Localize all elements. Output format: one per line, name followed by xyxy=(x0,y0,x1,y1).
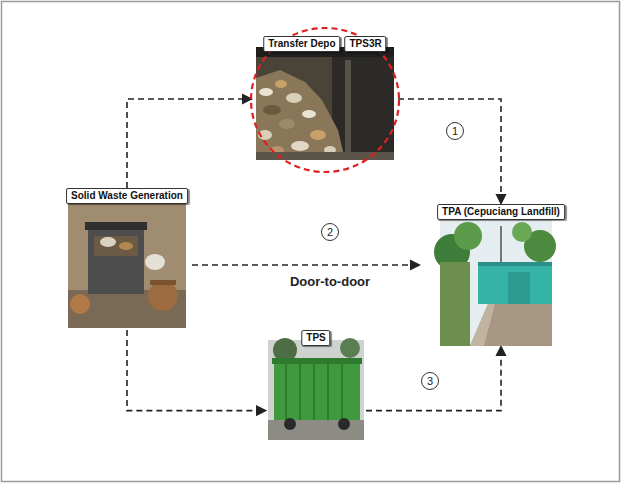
transfer-depo-photo xyxy=(256,47,394,160)
callout-number: 3 xyxy=(421,372,439,390)
landfill-photo xyxy=(434,216,556,346)
photo-node: TPA (Cepuciang Landfill) xyxy=(420,204,582,346)
dashed-arrow xyxy=(398,99,501,204)
label-row: Transfer Depo TPS3R xyxy=(263,36,386,52)
label-row: Solid Waste Generation xyxy=(66,188,188,204)
route-label: Door-to-door xyxy=(288,274,372,289)
label-row: TPA (Cepuciang Landfill) xyxy=(437,204,565,220)
tps-photo xyxy=(268,338,364,440)
dashed-arrow xyxy=(127,330,266,411)
node-label: Transfer Depo xyxy=(263,36,340,52)
callout-number: 1 xyxy=(446,122,464,140)
node-label: TPS3R xyxy=(345,36,387,52)
highlight-circle xyxy=(251,28,399,172)
photo-node: Solid Waste Generation xyxy=(62,188,192,330)
photo-node: TPS xyxy=(266,330,366,442)
dashed-arrow xyxy=(366,346,501,411)
node-label: TPA (Cepuciang Landfill) xyxy=(437,204,565,220)
callout-number: 2 xyxy=(321,223,339,241)
node-label: TPS xyxy=(301,330,330,346)
dashed-arrow xyxy=(192,264,420,266)
dashed-arrow xyxy=(127,99,252,188)
label-row: TPS xyxy=(301,330,330,346)
solid-waste-photo xyxy=(68,200,186,328)
photo-node: Transfer Depo TPS3R xyxy=(252,36,398,162)
node-label: Solid Waste Generation xyxy=(66,188,188,204)
